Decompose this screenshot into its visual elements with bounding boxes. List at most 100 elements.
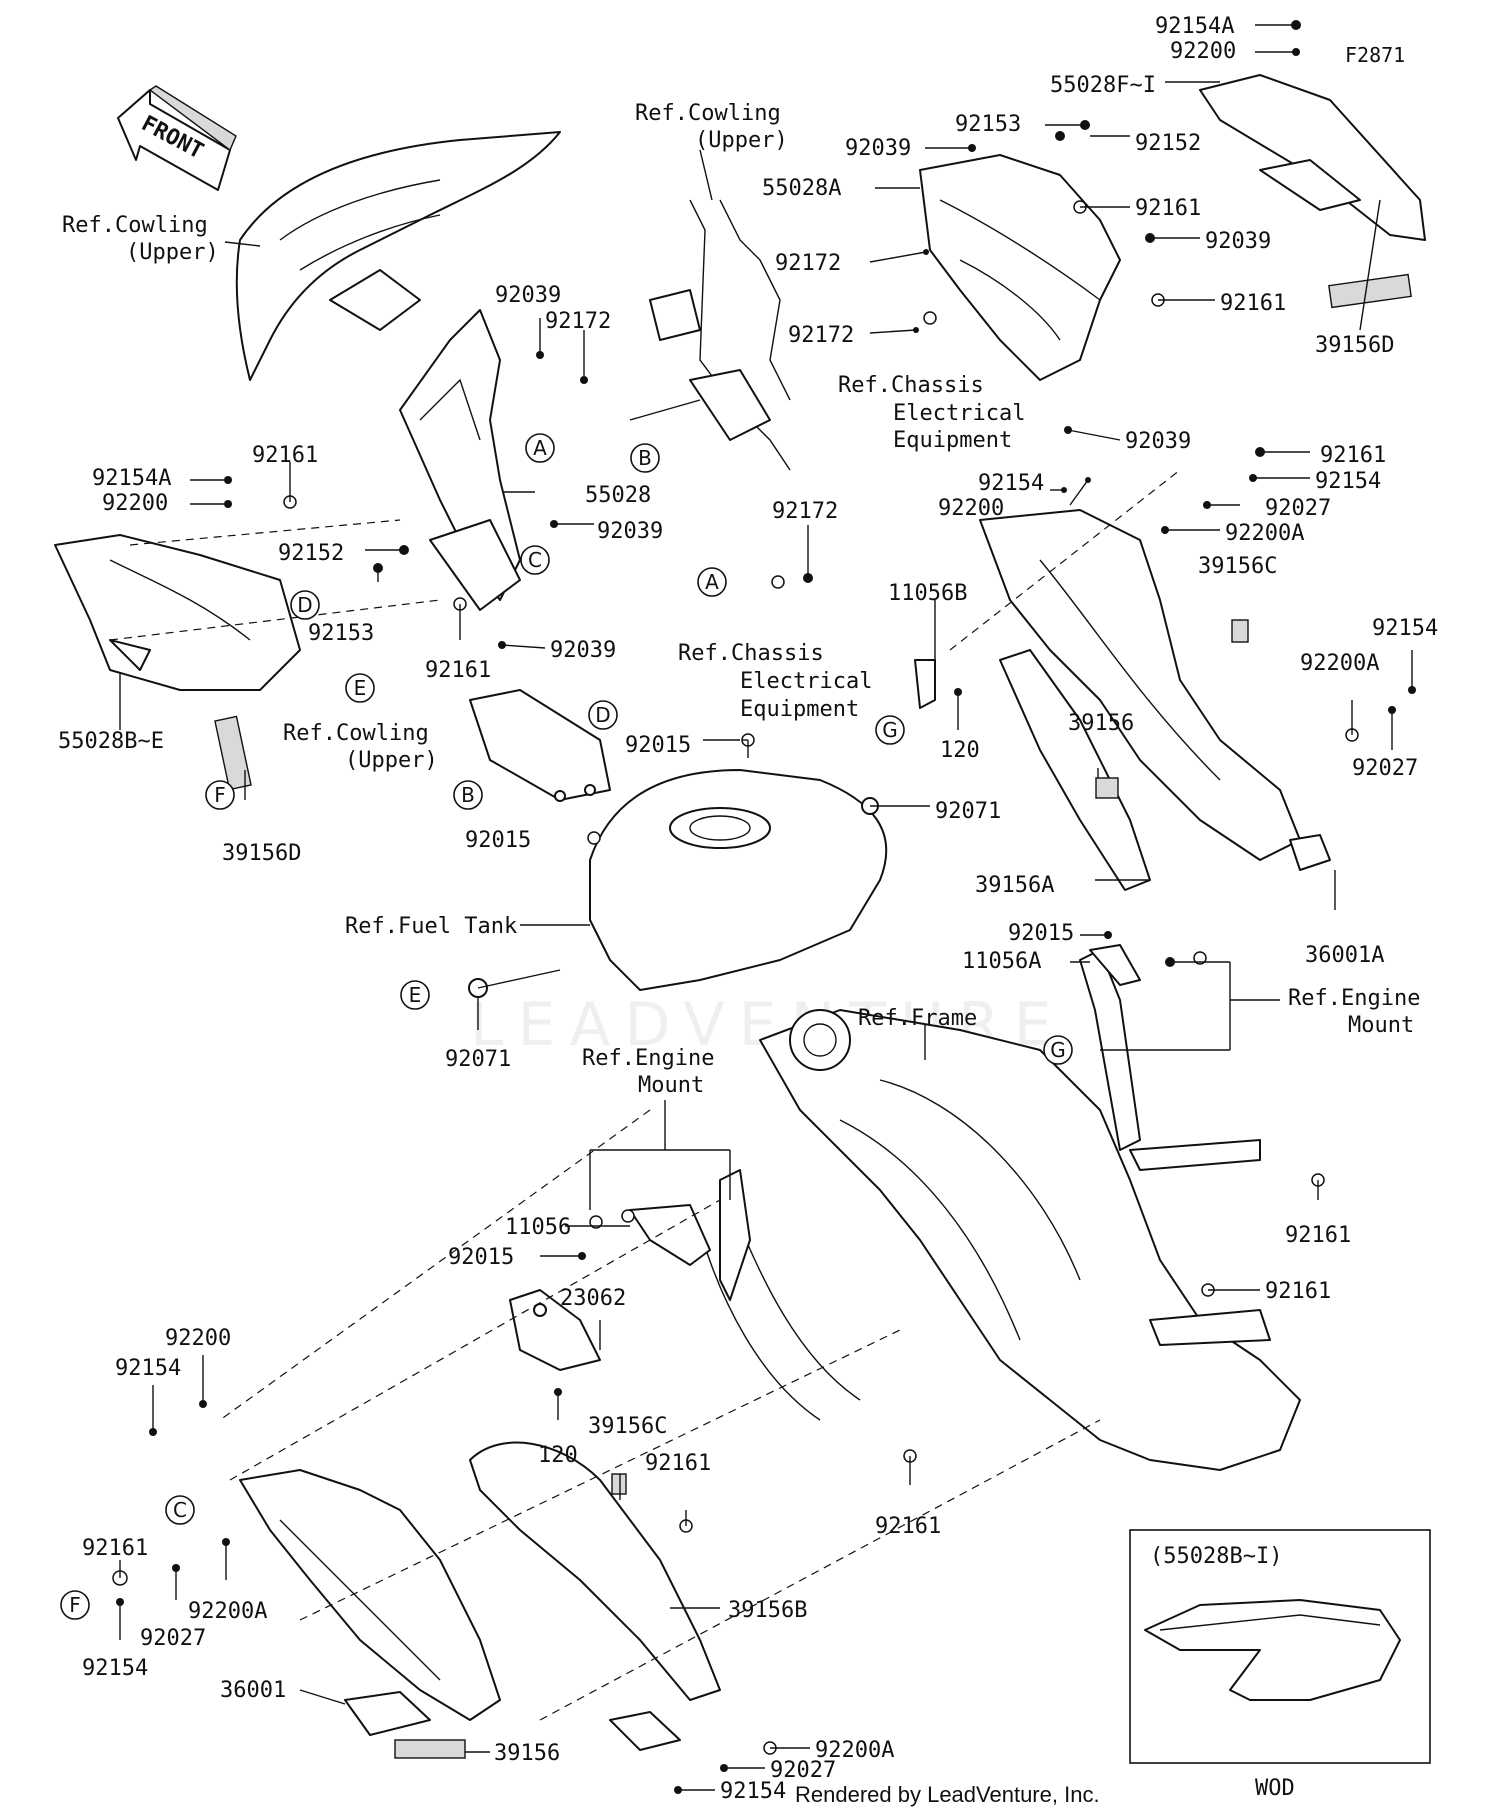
part-label: 92200: [165, 1326, 231, 1351]
part-label: Ref.Cowling: [283, 721, 429, 746]
side-cover-55028b-e: [54, 534, 301, 691]
part-label: 92172: [788, 323, 854, 348]
part-label: 92039: [845, 136, 911, 161]
svg-text:E: E: [409, 983, 422, 1007]
part-label: (Upper): [345, 748, 438, 773]
part-labels: 92154A 92200 F2871 55028F~I 92153 92039 …: [58, 14, 1438, 1804]
callout-e: E: [400, 980, 430, 1010]
ref-fuel-tank: [589, 769, 888, 991]
part-label: 92039: [597, 519, 663, 544]
part-label: Ref.Cowling: [62, 213, 208, 238]
part-label: 92039: [550, 638, 616, 663]
part-label: Ref.Chassis: [838, 373, 984, 398]
pad-39156-right: [1095, 777, 1119, 799]
part-label: 92039: [495, 283, 561, 308]
svg-text:C: C: [528, 548, 542, 572]
part-label: 92154: [978, 471, 1044, 496]
part-label: 92161: [645, 1451, 711, 1476]
part-label: Mount: [1348, 1013, 1414, 1038]
part-label: Ref.Chassis: [678, 641, 824, 666]
svg-text:B: B: [461, 783, 475, 807]
svg-text:F: F: [69, 1593, 81, 1617]
svg-text:D: D: [297, 593, 312, 617]
part-label: 92027: [140, 1626, 206, 1651]
part-label: Ref.Fuel Tank: [345, 914, 517, 939]
part-label: 92153: [955, 112, 1021, 137]
part-label: Ref.Cowling: [635, 101, 781, 126]
inset-title: (55028B~I): [1150, 1544, 1282, 1569]
figure-code: F2871: [1345, 43, 1405, 67]
part-label: 92200: [102, 491, 168, 516]
part-label: 39156C: [1198, 554, 1277, 579]
bracket-plate-b: [469, 689, 611, 802]
svg-text:A: A: [533, 436, 547, 460]
svg-text:D: D: [595, 703, 610, 727]
part-label: 39156B: [728, 1598, 807, 1623]
cover-36001: [344, 1691, 431, 1736]
callout-c: C: [520, 545, 550, 575]
part-label: Ref.Engine: [1288, 986, 1420, 1011]
part-label: (Upper): [126, 240, 219, 265]
part-label: 39156: [494, 1741, 560, 1766]
callout-b: B: [630, 443, 660, 473]
cover-36001a: [1289, 834, 1331, 871]
part-label: 92015: [465, 828, 531, 853]
part-label: 39156D: [1315, 333, 1394, 358]
pad-39156-lower: [394, 1739, 466, 1759]
part-label: 39156: [1068, 711, 1134, 736]
pad-39156d-right: [1328, 273, 1412, 309]
inset-55028b-i: [1129, 1529, 1431, 1764]
part-label: 92015: [448, 1245, 514, 1270]
svg-text:E: E: [354, 676, 367, 700]
part-label: 92015: [625, 733, 691, 758]
part-label: 11056A: [962, 949, 1041, 974]
part-label: Electrical: [893, 401, 1025, 426]
callout-d: D: [290, 590, 320, 620]
callout-a: A: [525, 433, 555, 463]
part-label: 92015: [1008, 921, 1074, 946]
part-label: 120: [940, 738, 980, 763]
part-label: 92154: [82, 1656, 148, 1681]
part-label: 92154A: [1155, 14, 1234, 39]
part-label: 92200: [938, 496, 1004, 521]
part-label: 92161: [1285, 1223, 1351, 1248]
part-label: 11056B: [888, 581, 967, 606]
leader-lines: [119, 24, 1413, 1791]
pad-39156c-right: [1231, 619, 1249, 643]
part-label: 39156A: [975, 873, 1054, 898]
part-label: 92027: [770, 1758, 836, 1783]
part-label: 55028: [585, 483, 651, 508]
part-label: 92154: [1372, 616, 1438, 641]
part-label: 92161: [1220, 291, 1286, 316]
part-label: 92172: [775, 251, 841, 276]
part-label: 92200: [1170, 39, 1236, 64]
callout-g: G: [1043, 1035, 1073, 1065]
part-label: 92200A: [815, 1738, 894, 1763]
callout-g: G: [875, 715, 905, 745]
callouts: A B C D E F A D B G E G C F: [60, 433, 1073, 1620]
front-arrow-icon: FRONT: [117, 85, 237, 191]
lower-cover-tip: [609, 1711, 681, 1751]
callout-f: F: [205, 780, 235, 810]
part-label: 39156D: [222, 841, 301, 866]
part-label: 92153: [308, 621, 374, 646]
lower-side-cover-left: [239, 1469, 501, 1721]
callout-d: D: [588, 700, 618, 730]
callout-f: F: [60, 1590, 90, 1620]
inset-caption: WOD: [1255, 1776, 1295, 1801]
bracket-23062: [509, 1289, 601, 1371]
svg-text:C: C: [173, 1498, 187, 1522]
callout-b: B: [453, 780, 483, 810]
part-label: 92200A: [188, 1599, 267, 1624]
part-label: 92161: [82, 1536, 148, 1561]
part-label: 11056: [505, 1215, 571, 1240]
part-label: Ref.Engine: [582, 1046, 714, 1071]
ref-cowling-bracket-center: [629, 199, 791, 471]
part-label: 92154: [115, 1356, 181, 1381]
part-label: 55028B~E: [58, 729, 164, 754]
part-label: Equipment: [893, 428, 1012, 453]
cowling-55028f-i: [1199, 74, 1426, 241]
part-label: 92154A: [92, 466, 171, 491]
